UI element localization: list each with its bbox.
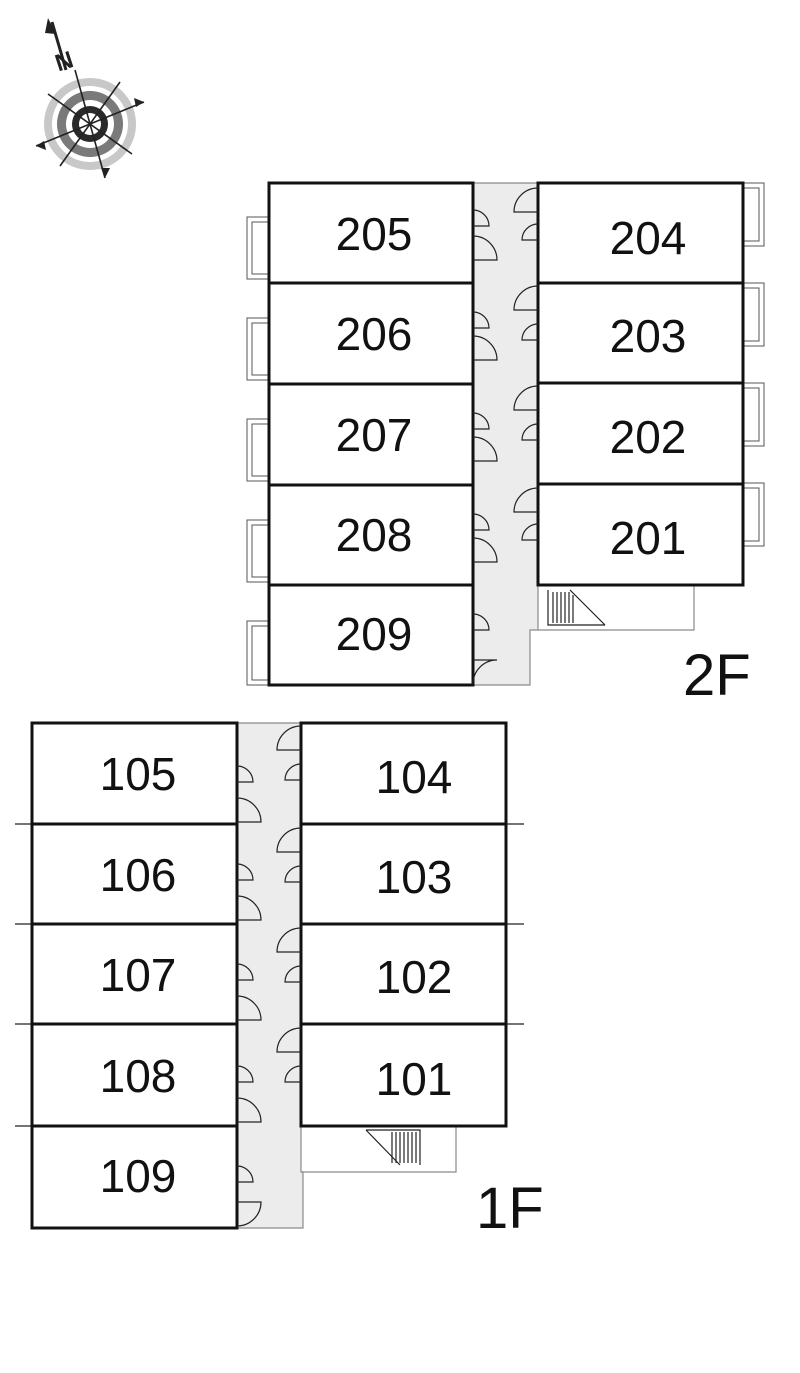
unit-203[interactable]: 203 [536, 281, 745, 385]
stair-landing-1f [301, 1125, 457, 1173]
unit-number: 204 [610, 212, 687, 264]
unit-104[interactable]: 104 [299, 721, 508, 826]
doors-1f [236, 725, 302, 1227]
unit-number: 109 [100, 1150, 177, 1202]
corridor-1f [236, 722, 304, 1229]
unit-106[interactable]: 106 [30, 822, 239, 926]
unit-number: 201 [610, 512, 687, 564]
unit-number: 203 [610, 310, 687, 362]
unit-209[interactable]: 209 [267, 583, 475, 687]
floor-2f: 205 206 207 208 209 204 203 202 [246, 181, 765, 708]
unit-204[interactable]: 204 [536, 181, 745, 285]
unit-107[interactable]: 107 [30, 922, 239, 1026]
corridor-2f [472, 182, 539, 686]
floor-1f: 105 106 107 108 109 104 103 102 [15, 721, 544, 1241]
unit-number: 107 [100, 949, 177, 1001]
north-arrow-icon [45, 18, 68, 71]
unit-103[interactable]: 103 [299, 822, 508, 926]
unit-201[interactable]: 201 [536, 482, 745, 587]
unit-206[interactable]: 206 [267, 281, 475, 386]
unit-number: 205 [336, 208, 413, 260]
wall-ticks-1f [15, 823, 524, 1127]
unit-number: 105 [100, 748, 177, 800]
unit-108[interactable]: 108 [30, 1022, 239, 1128]
unit-101[interactable]: 101 [299, 1022, 508, 1128]
unit-number: 108 [100, 1050, 177, 1102]
unit-number: 207 [336, 409, 413, 461]
unit-number: 104 [376, 751, 453, 803]
unit-105[interactable]: 105 [30, 721, 239, 826]
unit-208[interactable]: 208 [267, 483, 475, 587]
unit-102[interactable]: 102 [299, 922, 508, 1026]
staircase-2f-icon [547, 589, 606, 626]
floor-label-2f: 2F [683, 643, 751, 708]
unit-205[interactable]: 205 [267, 181, 475, 285]
compass-icon [35, 69, 145, 179]
unit-109[interactable]: 109 [30, 1124, 239, 1230]
unit-207[interactable]: 207 [267, 382, 475, 487]
unit-number: 101 [376, 1053, 453, 1105]
compass: N [35, 18, 145, 179]
unit-number: 106 [100, 849, 177, 901]
unit-number: 206 [336, 308, 413, 360]
staircase-1f-icon [365, 1129, 421, 1166]
unit-number: 202 [610, 411, 687, 463]
unit-number: 103 [376, 851, 453, 903]
unit-number: 208 [336, 509, 413, 561]
north-label: N [52, 46, 77, 77]
floor-label-1f: 1F [476, 1176, 544, 1241]
unit-number: 209 [336, 608, 413, 660]
unit-number: 102 [376, 951, 453, 1003]
unit-202[interactable]: 202 [536, 381, 745, 486]
doors-2f [472, 187, 539, 685]
